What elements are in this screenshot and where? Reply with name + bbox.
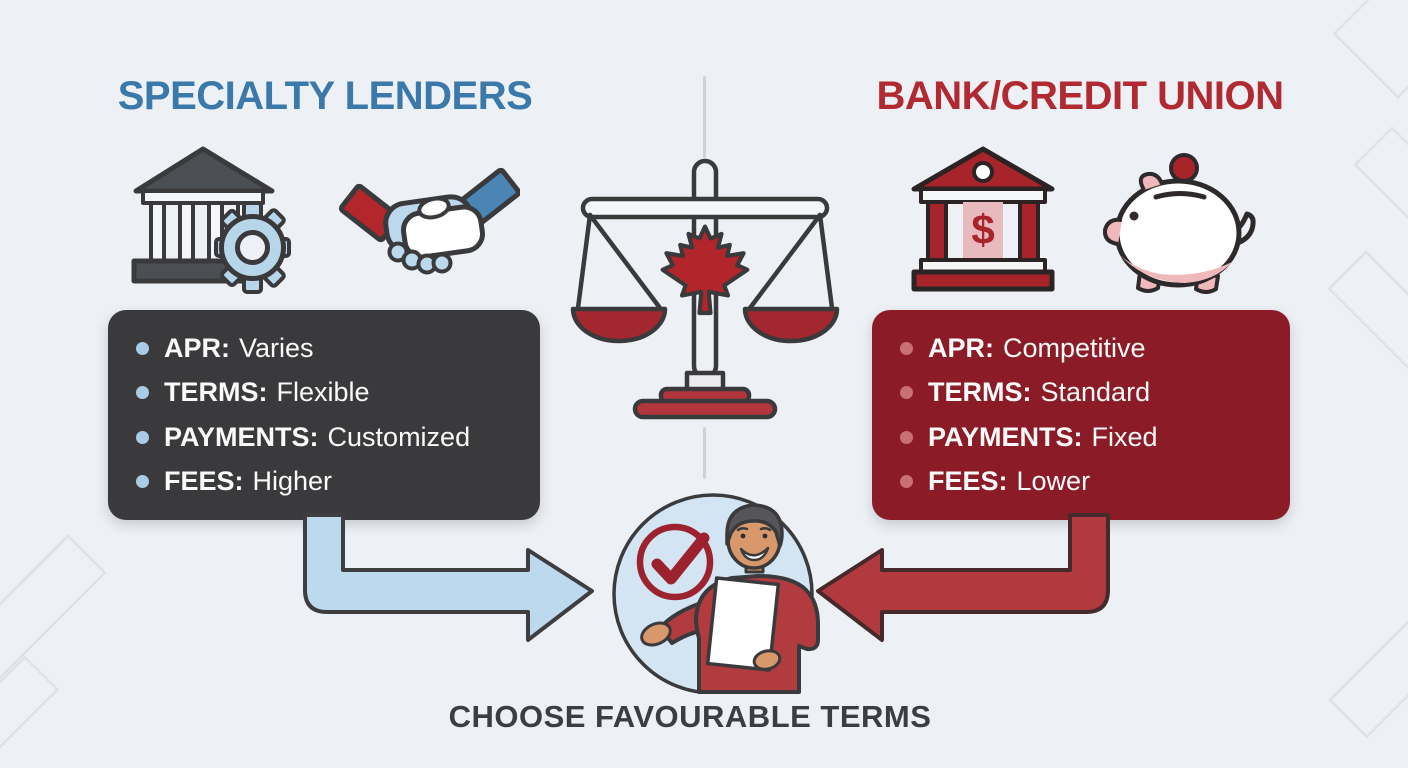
list-item: PAYMENTS: Customized bbox=[108, 422, 540, 453]
bullet-dot bbox=[136, 430, 149, 444]
item-value: Standard bbox=[1040, 377, 1151, 408]
person-with-checklist-icon bbox=[612, 493, 820, 694]
dollar-sign: $ bbox=[971, 206, 994, 253]
bullet-dot bbox=[136, 342, 149, 356]
right-arrow-icon bbox=[816, 513, 1110, 642]
item-label: PAYMENTS: bbox=[164, 421, 319, 452]
item-value: Competitive bbox=[1003, 333, 1146, 364]
caption-text: CHOOSE FAVOURABLE TERMS bbox=[448, 699, 932, 734]
specialty-lenders-title: SPECIALTY LENDERS bbox=[117, 74, 533, 118]
balance-scale-maple-leaf-icon bbox=[570, 158, 840, 420]
bank-credit-union-title: BANK/CREDIT UNION bbox=[876, 74, 1284, 118]
bullet-dot bbox=[900, 342, 913, 356]
item-value: Customized bbox=[327, 421, 471, 452]
bank-gear-icon bbox=[131, 146, 291, 294]
handshake-icon bbox=[338, 167, 520, 275]
piggy-bank-icon bbox=[1102, 153, 1256, 294]
divider-line-top bbox=[703, 76, 706, 158]
item-value: Varies bbox=[239, 333, 314, 364]
bank-dollar-icon: $ bbox=[911, 146, 1055, 292]
item-value: Flexible bbox=[276, 377, 370, 408]
item-value: Fixed bbox=[1091, 421, 1158, 452]
divider-line-middle bbox=[703, 427, 706, 479]
checkmark-circle-icon bbox=[636, 523, 714, 601]
list-item: TERMS: Standard bbox=[872, 377, 1290, 408]
item-label: PAYMENTS: bbox=[928, 421, 1083, 452]
document-icon bbox=[705, 576, 781, 672]
list-item: FEES: Higher bbox=[108, 466, 540, 497]
list-item: FEES: Lower bbox=[872, 466, 1290, 497]
maple-leaf-icon bbox=[660, 224, 750, 316]
list-item: APR: Varies bbox=[108, 333, 540, 364]
bullet-dot bbox=[900, 430, 913, 444]
gear-icon bbox=[214, 201, 291, 294]
bank-credit-union-box: APR: Competitive TERMS: Standard PAYMENTS:… bbox=[872, 310, 1290, 520]
bullet-dot bbox=[136, 386, 149, 400]
bullet-dot bbox=[136, 474, 149, 488]
coin-icon bbox=[1169, 153, 1199, 183]
item-label: APR: bbox=[928, 333, 994, 364]
item-label: APR: bbox=[164, 333, 230, 364]
item-label: FEES: bbox=[928, 465, 1008, 496]
item-label: FEES: bbox=[164, 465, 244, 496]
item-value: Lower bbox=[1016, 465, 1091, 496]
bullet-dot bbox=[900, 386, 913, 400]
specialty-lenders-box: APR: Varies TERMS: Flexible PAYMENTS: Custo… bbox=[108, 310, 540, 520]
list-item: PAYMENTS: Fixed bbox=[872, 422, 1290, 453]
bullet-dot bbox=[900, 474, 913, 488]
item-value: Higher bbox=[252, 465, 333, 496]
item-label: TERMS: bbox=[164, 377, 268, 408]
item-label: TERMS: bbox=[928, 377, 1032, 408]
list-item: APR: Competitive bbox=[872, 333, 1290, 364]
left-arrow-icon bbox=[303, 513, 594, 642]
list-item: TERMS: Flexible bbox=[108, 377, 540, 408]
